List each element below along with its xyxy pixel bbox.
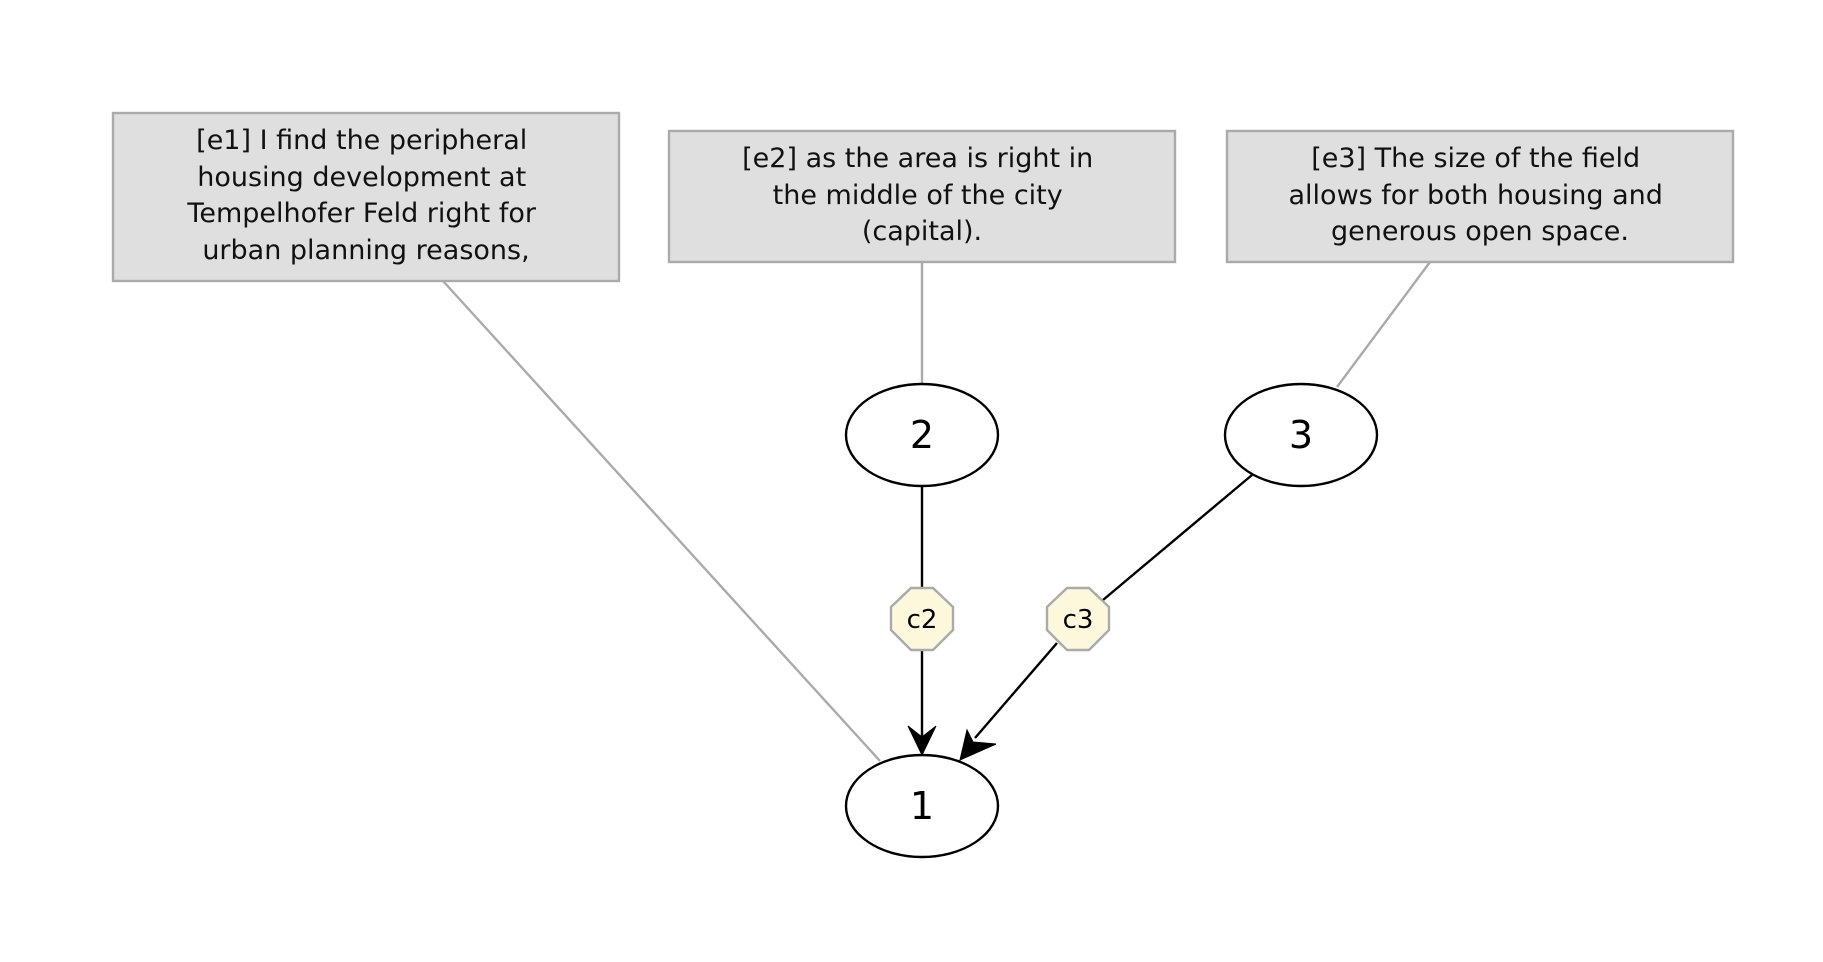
link-e1-to-node-1: [442, 280, 881, 762]
connector-c3-label: c3: [1063, 605, 1094, 635]
node-2-label: 2: [910, 413, 934, 457]
connector-c3: c3: [1045, 586, 1111, 652]
text-box-e3-line: generous open space.: [1331, 216, 1629, 247]
text-box-e2-line: the middle of the city: [773, 180, 1063, 211]
node-1-label: 1: [910, 784, 934, 828]
node-1: 1: [844, 753, 1000, 859]
text-box-e2: [e2] as the area is right in the middle …: [667, 129, 1177, 264]
text-box-e2-line: [e2] as the area is right in: [742, 143, 1093, 174]
node-2: 2: [844, 382, 1000, 488]
svg-text:[e3] The size of the field: [e3] The size of the field allows for bo…: [1289, 143, 1672, 247]
arrowhead-c2-to-1: [907, 725, 937, 757]
arrowhead-c3-to-1: [959, 728, 997, 761]
link-e3-to-node-3: [1336, 261, 1431, 388]
text-box-e3-line: allows for both housing and: [1289, 180, 1663, 211]
node-3: 3: [1223, 382, 1379, 488]
text-box-e1-line: housing development at: [197, 162, 526, 193]
node-3-label: 3: [1289, 413, 1313, 457]
svg-text:[e2] as the area is right in: [e2] as the area is right in the middle …: [742, 143, 1102, 247]
connector-c2-label: c2: [907, 605, 938, 635]
text-box-e1-line: [e1] I find the peripheral: [196, 125, 527, 156]
connector-c2: c2: [889, 586, 955, 652]
text-box-e3: [e3] The size of the field allows for bo…: [1225, 129, 1735, 264]
text-box-e2-line: (capital).: [862, 216, 982, 247]
svg-text:[e1] I find the peripheral: [e1] I find the peripheral housing devel…: [186, 125, 544, 266]
text-box-e1: [e1] I find the peripheral housing devel…: [111, 111, 621, 283]
text-box-e1-line: Tempelhofer Feld right for: [186, 198, 536, 229]
text-box-e3-line: [e3] The size of the field: [1311, 143, 1640, 174]
edge-3-to-c3: [1102, 474, 1253, 601]
edge-c3-to-1: [974, 642, 1058, 739]
text-box-e1-line: urban planning reasons,: [202, 235, 529, 266]
